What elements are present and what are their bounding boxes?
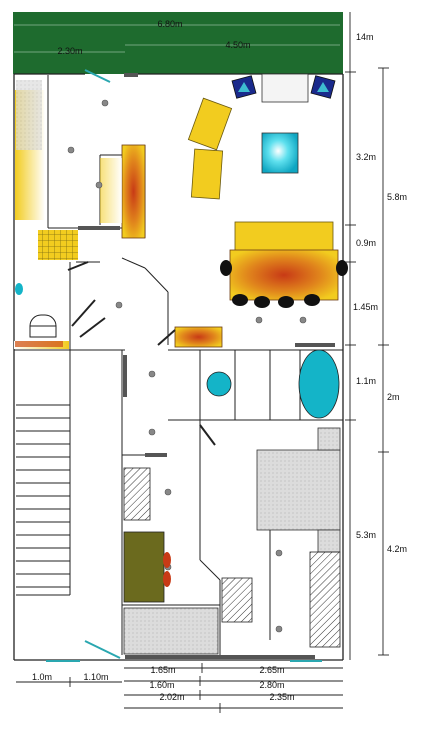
outer-walls <box>13 73 344 661</box>
cabinet <box>261 73 309 103</box>
entrance-door <box>84 69 111 83</box>
dim-right-col2-0: 5.8m <box>387 192 407 202</box>
wardrobe-left <box>123 467 151 521</box>
sofa-left <box>190 148 224 200</box>
dining-table <box>229 249 339 301</box>
dim-top-right: 4.50m <box>225 40 250 50</box>
dim-right-col1-3: 1.1m <box>356 376 376 386</box>
door-swings <box>67 261 216 446</box>
dining-chairs <box>220 260 348 308</box>
dim-top-total: 6.80m <box>157 19 182 29</box>
bed <box>256 449 341 531</box>
sink <box>206 371 232 397</box>
kitchen-counter <box>121 144 146 239</box>
tiled-area <box>38 230 78 260</box>
desk <box>123 531 165 603</box>
dim-right-col1-0: 3.2m <box>356 152 376 162</box>
dim-bottom-2-0: 1.65m <box>150 665 175 675</box>
desk-chair <box>163 552 171 568</box>
dining-bench <box>234 221 334 253</box>
right-dimension-lines <box>345 12 389 660</box>
dim-right-col1-1: 0.9m <box>356 238 376 248</box>
bottom-dimension-lines <box>16 663 343 713</box>
dim-top-left: 2.30m <box>57 46 82 56</box>
dim-right-col2-2: 4.2m <box>387 544 407 554</box>
dim-bottom-4-0: 2.02m <box>159 692 184 702</box>
dim-bottom-3-1: 2.80m <box>259 680 284 690</box>
dim-right-col1-4: 5.3m <box>356 530 376 540</box>
wardrobe-right <box>309 551 341 648</box>
floor-cabinet <box>123 607 219 655</box>
back-door <box>84 640 121 659</box>
dim-right-col1-2: 1.45m <box>353 302 378 312</box>
left-column <box>16 80 42 150</box>
dim-bottom-2-1: 2.65m <box>259 665 284 675</box>
sofa-top <box>187 97 233 151</box>
hall-console <box>174 326 223 348</box>
bathtub <box>298 349 340 419</box>
chest <box>221 577 253 623</box>
dim-right-col2-1: 2m <box>387 392 400 402</box>
dim-right-outer: 14m <box>356 32 374 42</box>
coffee-table <box>261 132 299 174</box>
small-basin <box>15 283 23 295</box>
dim-bottom-4-1: 2.35m <box>269 692 294 702</box>
staircase <box>16 404 70 588</box>
dim-bottom-1-1: 1.10m <box>83 672 108 682</box>
dim-bottom-1-0: 1.0m <box>32 672 52 682</box>
garden-strip <box>13 12 343 74</box>
dim-bottom-3-0: 1.60m <box>149 680 174 690</box>
